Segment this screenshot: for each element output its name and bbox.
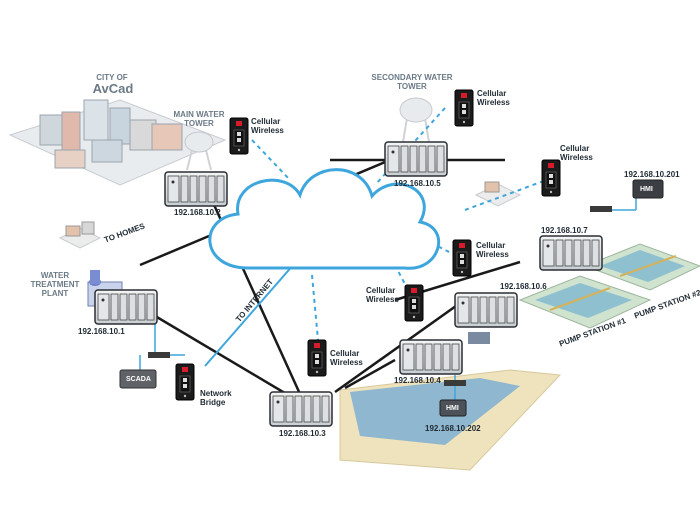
cellular-label-3-line1: Cellular xyxy=(560,144,590,153)
cellular-modem-5 xyxy=(404,284,424,322)
switch-strip xyxy=(590,206,612,212)
cellular-modem-1 xyxy=(229,117,249,155)
city-name-label: AvCad xyxy=(92,81,134,96)
switch-strip xyxy=(444,380,466,386)
ip-192-168-10-3: 192.168.10.3 xyxy=(279,429,326,438)
cellular-label-5-line1: Cellular xyxy=(366,286,396,295)
plc-192-168-10-1 xyxy=(94,289,158,325)
cellular-label-4-line2: Wireless xyxy=(476,250,509,259)
treatment-label-2: TREATMENT xyxy=(30,280,80,289)
ip-192-168-10-202: 192.168.10.202 xyxy=(425,424,481,433)
network-bridge-device xyxy=(175,363,195,401)
cellular-label-2-line2: Wireless xyxy=(477,98,510,107)
cellular-modem-6 xyxy=(307,339,327,377)
cellular-label-2-line1: Cellular xyxy=(477,89,507,98)
main-water-tower xyxy=(184,131,214,171)
cellular-label-3-line2: Wireless xyxy=(560,153,593,162)
ip-192-168-10-2: 192.168.10.2 xyxy=(174,208,221,217)
internet-cloud xyxy=(208,168,440,270)
cellular-modem-4 xyxy=(452,239,472,277)
scada-terminal xyxy=(119,369,157,389)
plc-192-168-10-3 xyxy=(269,391,333,427)
hmi-label-1: HMI xyxy=(640,186,653,193)
cellular-label-1-line2: Wireless xyxy=(251,126,284,135)
secondary-tower-label-2: TOWER xyxy=(397,82,427,91)
cellular-label-4-line1: Cellular xyxy=(476,241,506,250)
city-illustration xyxy=(8,99,227,186)
treatment-label-1: WATER xyxy=(40,271,70,280)
city-of-label: CITY OF xyxy=(96,73,128,82)
switch-strip xyxy=(148,352,170,358)
cellular-label-6-line1: Cellular xyxy=(330,349,360,358)
cellular-label-6-line2: Wireless xyxy=(330,358,363,367)
plc-192-168-10-4 xyxy=(399,339,463,375)
ip-192-168-10-1: 192.168.10.1 xyxy=(78,327,125,336)
cellular-label-1-line1: Cellular xyxy=(251,117,281,126)
plc-192-168-10-5 xyxy=(384,141,448,177)
main-tower-label-2: TOWER xyxy=(184,119,214,128)
network-bridge-label-1: Network xyxy=(200,389,232,398)
cellular-modem-3 xyxy=(541,159,561,197)
homes-illustration xyxy=(58,181,522,249)
cellular-modem-2 xyxy=(454,89,474,127)
pump-stations xyxy=(518,243,700,329)
network-bridge-label-2: Bridge xyxy=(200,398,226,407)
treatment-label-3: PLANT xyxy=(41,289,69,298)
cellular-label-5-line2: Wireless xyxy=(366,295,399,304)
secondary-tower-label-1: SECONDARY WATER xyxy=(371,73,453,82)
hmi-terminal-1 xyxy=(632,179,664,199)
reservoir xyxy=(339,332,562,471)
ip-192-168-10-201: 192.168.10.201 xyxy=(624,170,680,179)
ip-192-168-10-6: 192.168.10.6 xyxy=(500,282,547,291)
hmi-terminal-2 xyxy=(439,399,467,417)
plc-192-168-10-7 xyxy=(539,235,603,271)
main-tower-label-1: MAIN WATER xyxy=(173,110,225,119)
hmi-label-2: HMI xyxy=(446,405,459,412)
ip-192-168-10-5: 192.168.10.5 xyxy=(394,179,441,188)
plc-192-168-10-6 xyxy=(454,292,518,328)
ip-192-168-10-7: 192.168.10.7 xyxy=(541,226,588,235)
ip-192-168-10-4: 192.168.10.4 xyxy=(394,376,441,385)
plc-192-168-10-2 xyxy=(164,171,228,207)
scada-label: SCADA xyxy=(126,376,151,383)
